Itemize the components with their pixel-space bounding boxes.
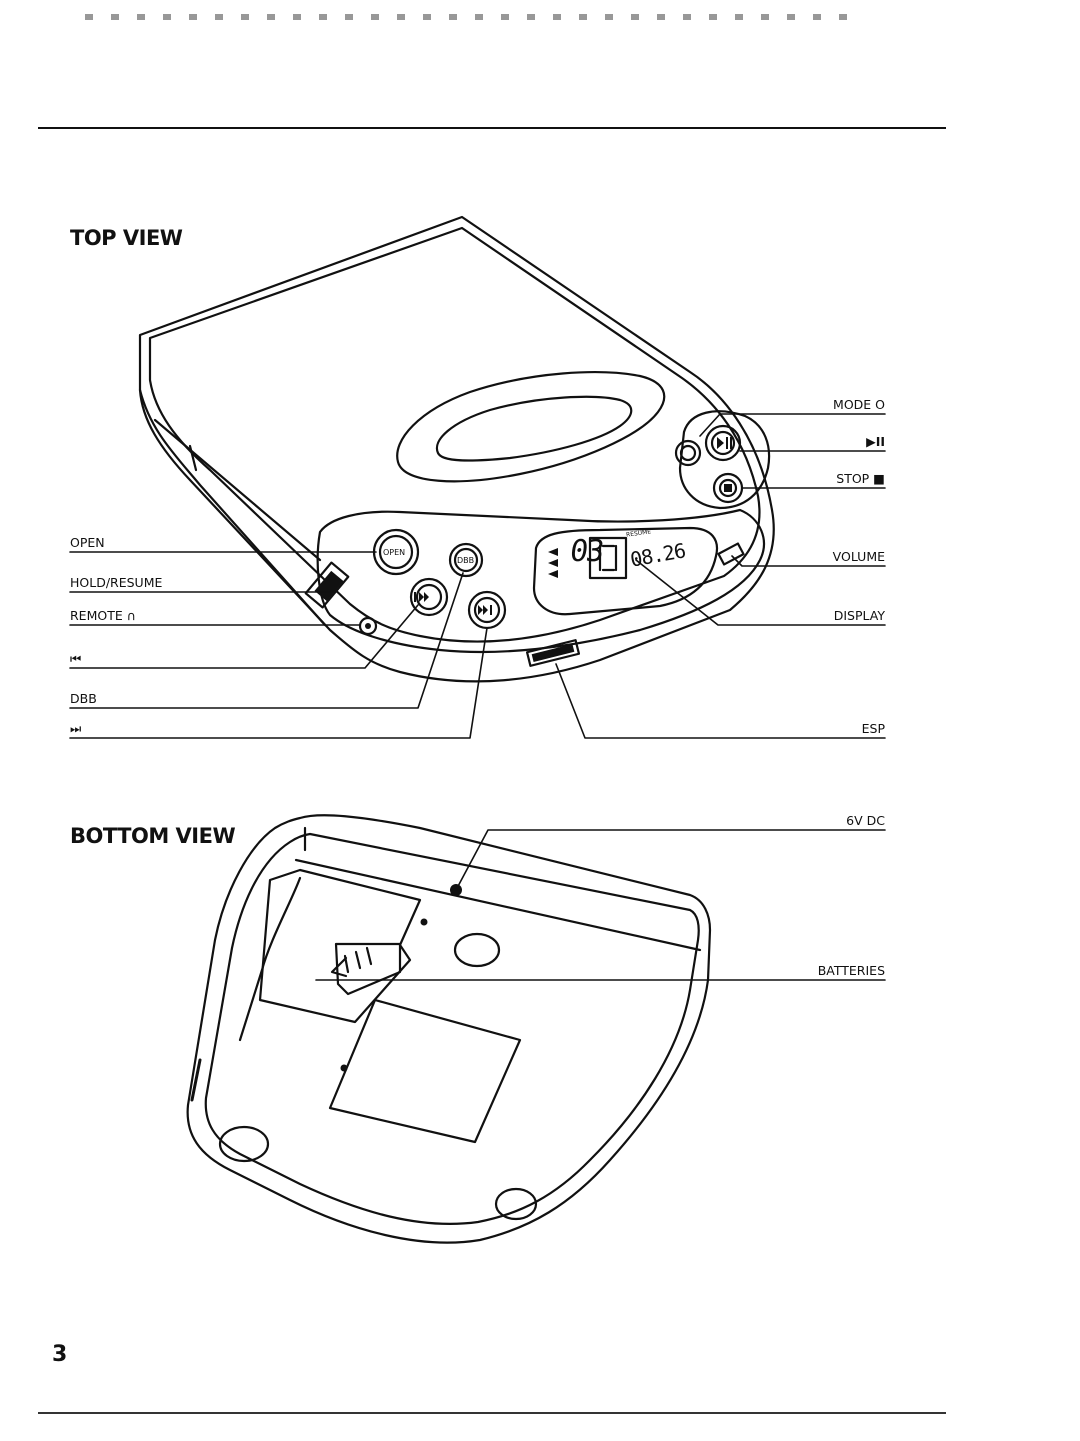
- lcd-track: 03: [567, 534, 605, 569]
- bottom-view-heading: BOTTOM VIEW: [70, 824, 236, 848]
- label-esp: ESP: [861, 721, 885, 736]
- dbb-button-text: DBB: [457, 556, 475, 565]
- open-button-text: OPEN: [383, 548, 406, 557]
- label-play-pause: ▶II: [866, 434, 885, 449]
- bottom-rule: [38, 1412, 946, 1414]
- top-view-heading: TOP VIEW: [70, 226, 183, 250]
- label-hold-resume: HOLD/RESUME: [70, 575, 163, 590]
- label-next: ⏭: [70, 721, 82, 736]
- label-6v-dc: 6V DC: [846, 813, 885, 828]
- label-previous: ⏮: [70, 651, 82, 666]
- label-mode: MODE O: [833, 397, 885, 412]
- page-number: 3: [52, 1342, 68, 1367]
- label-open: OPEN: [70, 535, 105, 550]
- scan-specks: [85, 14, 865, 20]
- cd-player-top-view: [138, 215, 775, 683]
- label-batteries: BATTERIES: [817, 963, 885, 978]
- label-dbb: DBB: [70, 691, 97, 706]
- cd-player-bottom-view: [186, 814, 712, 1244]
- label-volume: VOLUME: [832, 549, 885, 564]
- label-stop: STOP ■: [836, 471, 885, 486]
- top-rule: [38, 127, 946, 129]
- label-remote: REMOTE ∩: [70, 608, 136, 623]
- label-display: DISPLAY: [833, 608, 885, 623]
